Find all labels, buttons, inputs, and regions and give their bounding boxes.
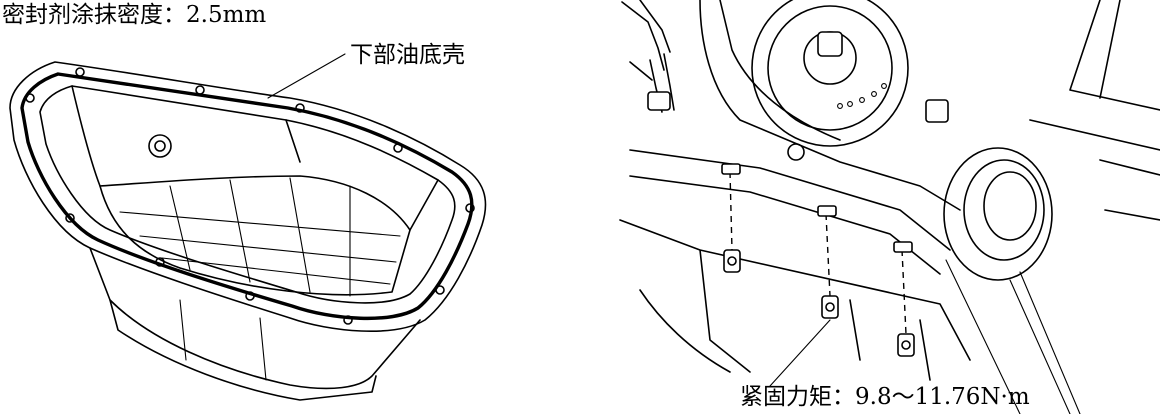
engine-bolt-figure: 紧固力矩：9.8～11.76N·m (600, 0, 1160, 414)
engine-block (699, 0, 961, 211)
flange-bolt-holes (25, 67, 475, 325)
pan-bolt-2 (817, 205, 839, 319)
oil-pan-wall (71, 85, 439, 231)
engine-boss (787, 143, 805, 161)
oil-pan-floor (99, 175, 411, 296)
sealant-bead (20, 72, 474, 321)
pulley-holes (837, 83, 887, 109)
torque-leader-line (769, 319, 831, 387)
rod-nut (647, 91, 671, 111)
crank-bolt (817, 31, 843, 57)
lower-oil-pan-label: 下部油底壳 (350, 42, 465, 68)
tightening-torque-label: 紧固力矩：9.8～11.76N·m (740, 384, 1030, 410)
pan-bolt-3 (893, 241, 915, 357)
oil-pan-figure: 密封剂涂抹密度：2.5mm 下部油底壳 (0, 0, 560, 414)
pan-side-panel (619, 219, 971, 373)
engine-front-drawing (619, 0, 1160, 414)
oil-pan-leader-line (267, 53, 346, 99)
crank-pulley-outer (751, 0, 909, 147)
idler-bolt (925, 99, 949, 123)
upper-right-housing (1029, 0, 1160, 221)
oil-pan-sump-ribs (179, 299, 267, 381)
pan-lower-edge (639, 289, 931, 381)
accessory-pulley-hub (983, 171, 1037, 241)
oil-pan-sump-edge (109, 299, 377, 401)
sealant-density-label: 密封剂涂抹密度：2.5mm (2, 2, 267, 28)
top-bracket (621, 0, 671, 81)
drain-plug-boss (148, 134, 172, 158)
oil-pan-sump (89, 247, 421, 390)
oil-pan-flange-outer (9, 61, 487, 332)
crank-pulley-mid (767, 5, 893, 131)
accessory-pulley-outer (943, 147, 1053, 281)
oil-pan-inner-rim (39, 85, 456, 304)
oil-pan-ribs (119, 177, 401, 297)
oil-pan-drawing (9, 53, 487, 401)
pan-bolt-1 (721, 163, 741, 273)
drain-plug-hole (154, 140, 166, 152)
accessory-pulley-groove (963, 159, 1045, 261)
drive-belt (945, 259, 1081, 414)
